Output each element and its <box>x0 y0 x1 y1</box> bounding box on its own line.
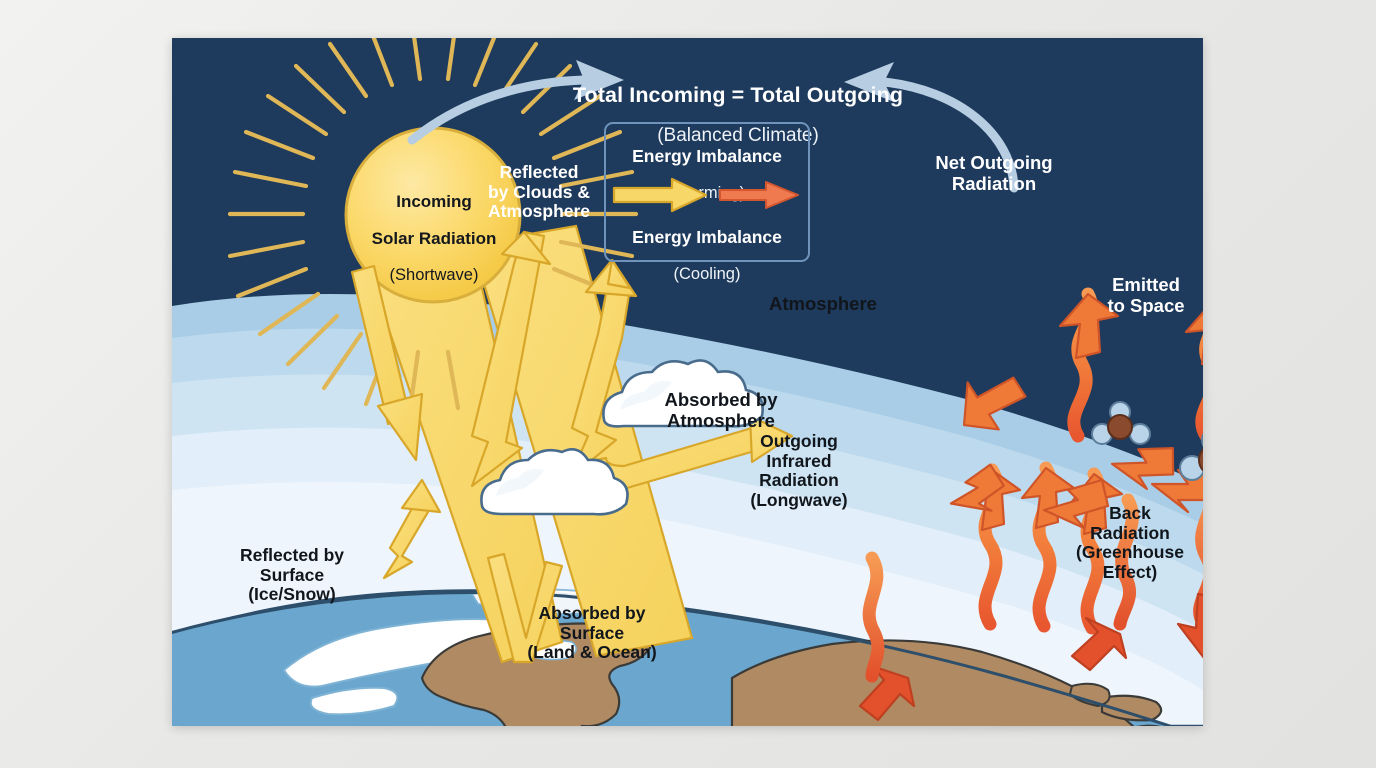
scatter-arrow-up-left <box>962 376 1027 431</box>
ghg-scatter-arrows <box>949 376 1203 530</box>
cloud-lower <box>480 448 629 516</box>
cloud-upper <box>602 359 764 428</box>
sun-rays <box>227 38 639 413</box>
legend-arrows <box>612 177 799 213</box>
downward-longwave-wave-left <box>862 551 885 683</box>
balance-arrowhead-left <box>574 60 624 100</box>
reflected-clouds-arrow-2 <box>568 258 638 480</box>
diagram-panel: Incoming Solar Radiation (Shortwave) Tot… <box>172 38 1203 726</box>
legend-cooling-arrow-icon <box>719 181 799 209</box>
balance-arrowhead-right <box>844 62 894 102</box>
scatter-arrow-left-1 <box>1042 478 1110 530</box>
legend-box <box>604 122 810 262</box>
earth-horizon-line <box>172 591 1175 726</box>
balance-arrow-right <box>879 77 1019 193</box>
earth-landmass-right <box>730 639 1163 726</box>
reflected-clouds-arrow <box>470 230 552 488</box>
scatter-arrow-left-3 <box>949 463 1005 512</box>
diagram-graphics <box>172 38 1203 726</box>
ghg-molecule-2 <box>1179 433 1203 481</box>
balance-arrow-left <box>407 75 589 145</box>
ghg-molecule-1 <box>1091 401 1151 445</box>
diagram-scene: Incoming Solar Radiation (Shortwave) Tot… <box>172 38 1203 726</box>
earth-landmass-peninsulas <box>1068 682 1111 708</box>
incoming-down-arrow <box>350 264 424 462</box>
reflected-surface-arrow <box>382 478 442 580</box>
legend-warming-arrow-icon <box>612 177 708 213</box>
scatter-arrow-left-2 <box>1110 447 1175 490</box>
surface-reflect-v-arrow <box>486 552 564 664</box>
back-radiation-wave-2 <box>1113 493 1139 631</box>
